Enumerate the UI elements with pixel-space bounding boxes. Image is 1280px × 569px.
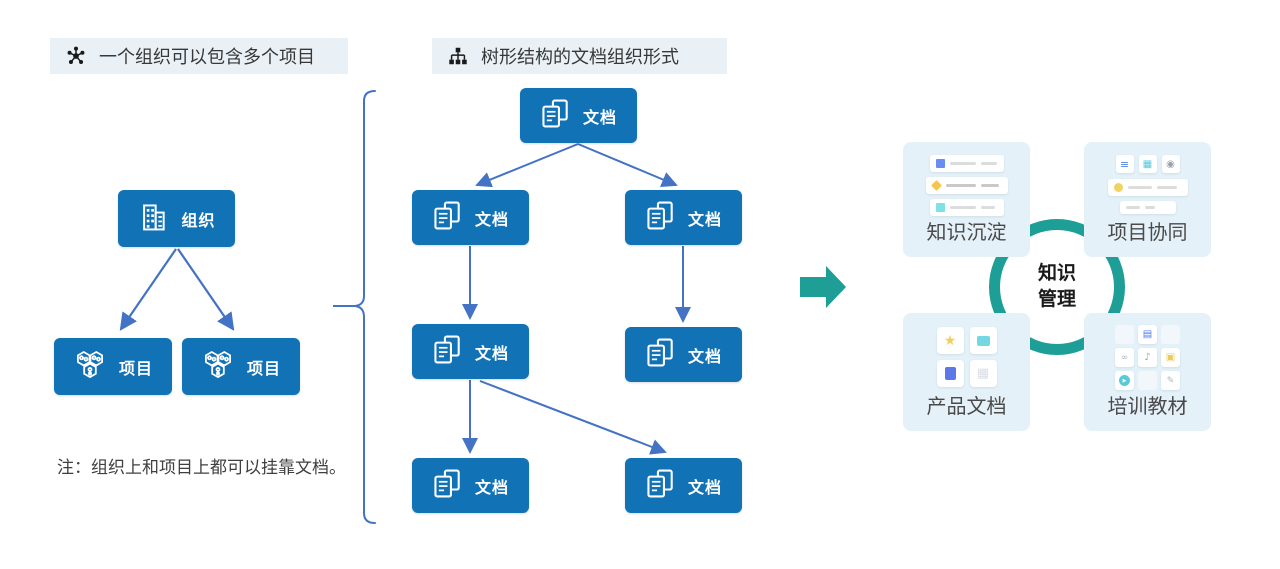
doc-node-l1-left: 文档 [412, 190, 529, 245]
doc-node-label: 文档 [687, 209, 722, 229]
doc-node-label: 文档 [582, 107, 617, 127]
star-icon: ★ [943, 332, 957, 349]
org-node: 组织 [118, 190, 235, 247]
image-icon: ▣ [1165, 352, 1176, 363]
caption-doc-tree: 树形结构的文档组织形式 [432, 38, 727, 74]
doc-node-l3-left: 文档 [412, 458, 529, 513]
doc-node-l3-right: 文档 [625, 458, 742, 513]
doc-node-label: 文档 [687, 346, 722, 366]
caption-text: 树形结构的文档组织形式 [481, 47, 679, 68]
document-stack-icon [645, 468, 676, 503]
network-hub-icon [65, 45, 87, 67]
card-label: 知识沉淀 [926, 220, 1007, 244]
caption-text: 一个组织可以包含多个项目 [99, 47, 315, 68]
doc-node-label: 文档 [474, 209, 509, 229]
calendar-icon: ▦ [1142, 158, 1153, 170]
doc-node-l2-left: 文档 [412, 324, 529, 379]
org-tree-icon [447, 45, 469, 67]
card-training-materials: ▤ ∞ ♪ ▣ ▶ ✎ 培训教材 [1084, 313, 1211, 431]
document-stack-icon [540, 98, 571, 133]
caption-org-projects: 一个组织可以包含多个项目 [50, 38, 348, 74]
knowledge-center-title: 知识 管理 [1037, 262, 1076, 310]
link-icon: ∞ [1120, 352, 1129, 363]
book-icon [944, 367, 956, 380]
tiles-illustration: ★ ▦ [936, 327, 997, 387]
media-tiles-illustration: ▤ ∞ ♪ ▣ ▶ ✎ [1115, 325, 1180, 390]
cube-blue-icon [935, 159, 945, 168]
pencil-icon: ✎ [1166, 375, 1175, 386]
play-icon: ▶ [1119, 375, 1130, 386]
toolbar-illustration: ≡ ▦ ◉ [1115, 155, 1180, 173]
doc-icon: ▤ [1142, 329, 1153, 340]
doc-node-root: 文档 [520, 88, 637, 143]
card-knowledge-deposit: 知识沉淀 [903, 142, 1030, 257]
org-node-label: 组织 [181, 210, 216, 230]
building-icon [137, 201, 169, 237]
card-label: 培训教材 [1107, 394, 1188, 418]
card-project-collab: ≡ ▦ ◉ 项目协同 [1084, 142, 1211, 257]
footnote: 注：组织上和项目上都可以挂靠文档。 [57, 458, 346, 478]
list-illustration [925, 155, 1008, 216]
card-product-docs: ★ ▦ 产品文档 [903, 313, 1030, 431]
hexagon-cluster-icon [73, 348, 107, 386]
right-arrow-icon [800, 266, 846, 308]
knowledge-ring [989, 219, 1125, 355]
document-stack-icon [432, 200, 463, 235]
hexagon-cluster-icon [201, 348, 235, 386]
project-node-label: 项目 [246, 358, 281, 378]
gem-orange-icon [930, 180, 942, 191]
doc-node-label: 文档 [687, 477, 722, 497]
card-label: 产品文档 [926, 394, 1007, 418]
dot-yellow-icon [1113, 183, 1123, 192]
cube-cyan-icon [935, 203, 945, 212]
doc-node-l2-right: 文档 [625, 327, 742, 382]
grid-icon: ▦ [976, 366, 990, 381]
document-stack-icon [645, 337, 676, 372]
music-note-icon: ♪ [1144, 352, 1151, 363]
project-node-label: 项目 [118, 358, 153, 378]
list-icon: ≡ [1119, 157, 1130, 171]
doc-node-label: 文档 [474, 477, 509, 497]
document-stack-icon [432, 334, 463, 369]
curly-brace [354, 90, 376, 524]
document-stack-icon [432, 468, 463, 503]
project-node-2: 项目 [182, 338, 300, 395]
doc-node-l1-right: 文档 [625, 190, 742, 245]
document-stack-icon [645, 200, 676, 235]
wallet-icon [976, 335, 990, 346]
doc-node-label: 文档 [474, 343, 509, 363]
card-label: 项目协同 [1107, 220, 1188, 244]
person-icon: ◉ [1166, 158, 1175, 170]
project-node-1: 项目 [54, 338, 172, 395]
